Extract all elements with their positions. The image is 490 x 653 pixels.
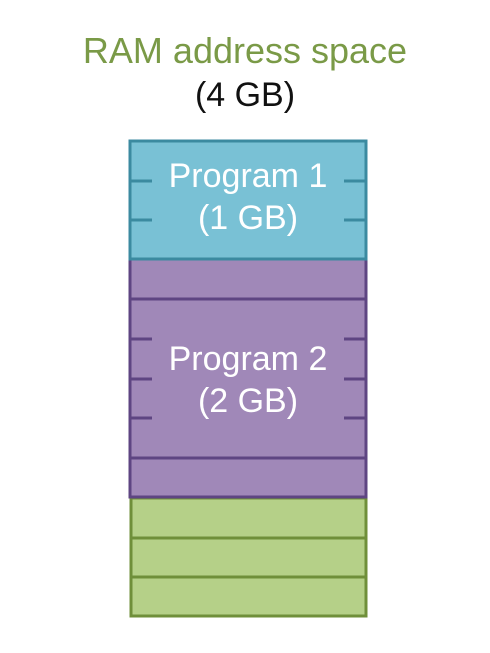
diagram-title: RAM address space [82, 30, 408, 71]
free-space-cell-3 [129, 575, 368, 618]
program-2-region [128, 257, 368, 499]
diagram-subtitle: (4 GB) [194, 76, 296, 114]
program-1-region [128, 139, 368, 261]
free-space-cell-2 [129, 536, 368, 579]
program-2-label: Program 2 [169, 340, 328, 378]
program-1-label: Program 1 [169, 157, 328, 195]
program-1-size: (1 GB) [198, 199, 298, 237]
free-space-cell-1 [129, 496, 368, 540]
program-2-size: (2 GB) [198, 382, 298, 420]
program-2-block: Program 2 (2 GB) [128, 257, 368, 499]
program-1-block: Program 1 (1 GB) [128, 139, 368, 261]
free-space-region [129, 496, 368, 618]
